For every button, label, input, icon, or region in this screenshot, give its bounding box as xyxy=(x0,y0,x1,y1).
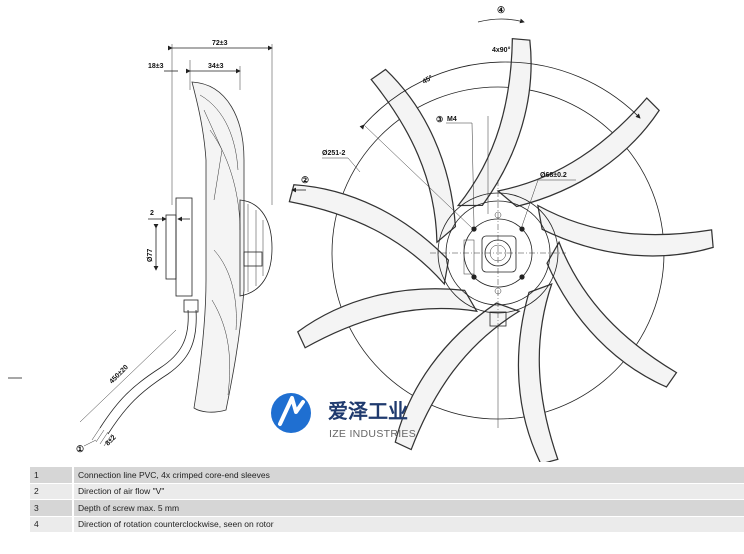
watermark: 爱泽工业 IZE INDUSTRIES xyxy=(271,393,416,440)
legend-num: 4 xyxy=(30,516,74,533)
callout-1: ① xyxy=(76,444,84,454)
legend-text: Direction of rotation counterclockwise, … xyxy=(73,516,744,533)
legend-row: 2 Direction of air flow "V" xyxy=(30,483,744,500)
legend-row: 1 Connection line PVC, 4x crimped core-e… xyxy=(30,467,744,484)
legend-text: Direction of air flow "V" xyxy=(73,483,744,500)
dim-screw-thread: M4 xyxy=(447,116,457,123)
dim-flange-step: 2 xyxy=(150,210,154,217)
watermark-name-cn: 爱泽工业 xyxy=(328,399,408,423)
watermark-name-en: IZE INDUSTRIES xyxy=(329,428,416,440)
dim-blade-depth: 34±3 xyxy=(208,63,224,70)
dim-strip-length: 8±2 xyxy=(104,434,117,447)
dim-hole-pattern: 4x90° xyxy=(492,46,511,54)
callout-3: ③ xyxy=(436,115,443,124)
dim-angle: 45° xyxy=(421,73,434,85)
legend-num: 3 xyxy=(30,499,74,517)
side-view: 72±3 18±3 34±3 2 Ø77 xyxy=(8,40,273,454)
dim-hub-offset: 18±3 xyxy=(148,63,164,70)
dim-fan-diameter: Ø251-2 xyxy=(322,150,345,157)
dim-overall-depth: 72±3 xyxy=(212,40,228,47)
callout-4: ④ xyxy=(497,5,505,15)
legend-table: 1 Connection line PVC, 4x crimped core-e… xyxy=(30,467,744,533)
legend-row: 4 Direction of rotation counterclockwise… xyxy=(30,516,744,533)
front-view: Ø251-2 xyxy=(282,5,722,462)
dim-shaft-diameter: Ø77 xyxy=(147,249,154,262)
legend-num: 2 xyxy=(30,483,74,500)
legend-num: 1 xyxy=(30,467,74,484)
technical-drawing: 72±3 18±3 34±3 2 Ø77 xyxy=(8,5,722,462)
legend-row: 3 Depth of screw max. 5 mm xyxy=(30,499,744,517)
dim-cable-length: 450±20 xyxy=(108,364,130,386)
legend-text: Depth of screw max. 5 mm xyxy=(73,499,744,517)
dim-hole-circle: Ø68±0.2 xyxy=(540,172,567,179)
legend-text: Connection line PVC, 4x crimped core-end… xyxy=(73,467,744,484)
callout-2: ② xyxy=(301,175,309,185)
